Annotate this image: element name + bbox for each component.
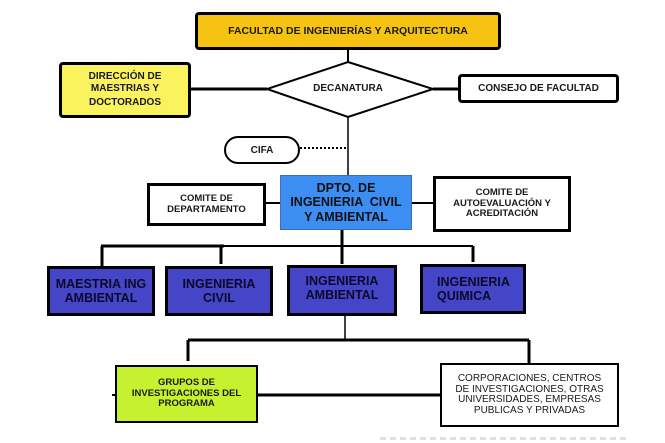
direccion-line-3: DOCTORADOS xyxy=(88,97,162,109)
program-4-line-2: QUIMICA xyxy=(437,289,492,303)
externas-line-4: PUBLICAS Y PRIVADAS xyxy=(473,404,586,416)
entidades-externas-node[interactable]: CORPORACIONES, CENTROS DE INVESTIGACIONE… xyxy=(440,363,619,427)
comite-dpto-line-2: DEPARTAMENTO xyxy=(167,203,246,215)
decanatura-label: DECANATURA xyxy=(313,83,383,94)
direccion-maestrias-node[interactable]: DIRECCIÓN DE MAESTRIAS Y DOCTORADOS xyxy=(59,62,191,118)
program-ingenieria-quimica[interactable]: INGENIERIA QUIMICA xyxy=(420,264,526,314)
grupos-line-2: INVESTIGACIONES DEL xyxy=(131,387,242,399)
program-1-line-1: MAESTRIA ING xyxy=(55,276,147,291)
autoeval-line-2: AUTOEVALUACIÓN Y xyxy=(453,197,551,209)
program-ingenieria-ambiental[interactable]: INGENIERIA AMBIENTAL xyxy=(287,265,397,316)
cifa-label: CIFA xyxy=(250,144,274,156)
watermark-decoration xyxy=(380,437,630,440)
comite-departamento-node[interactable]: COMITE DE DEPARTAMENTO xyxy=(147,183,266,226)
cifa-node[interactable]: CIFA xyxy=(224,136,300,164)
program-3-line-1: INGENIERIA xyxy=(305,274,379,288)
externas-line-3: UNIVERSIDADES, EMPRESAS xyxy=(458,394,601,405)
grupos-line-1: GRUPOS DE xyxy=(157,376,215,388)
faculty-node-label: FACULTAD DE INGENIERÍAS Y ARQUITECTURA xyxy=(228,25,468,37)
grupos-investigacion-node[interactable]: GRUPOS DE INVESTIGACIONES DEL PROGRAMA xyxy=(115,365,258,423)
program-3-line-2: AMBIENTAL xyxy=(305,288,379,303)
grupos-line-3: PROGRAMA xyxy=(158,398,215,410)
autoeval-line-1: COMITE DE xyxy=(475,186,529,198)
program-1-line-2: AMBIENTAL xyxy=(64,291,138,305)
consejo-facultad-node[interactable]: CONSEJO DE FACULTAD xyxy=(458,74,619,103)
externas-line-2: DE INVESTIGACIONES, OTRAS xyxy=(455,383,604,395)
dpto-line-2: INGENIERIA CIVIL xyxy=(290,195,402,210)
dpto-ingenieria-node[interactable]: DPTO. DE INGENIERIA CIVIL Y AMBIENTAL xyxy=(280,175,412,230)
program-ingenieria-civil[interactable]: INGENIERIA CIVIL xyxy=(165,266,273,316)
program-2-line-2: CIVIL xyxy=(203,291,235,305)
consejo-label: CONSEJO DE FACULTAD xyxy=(478,83,599,94)
direccion-line-2: MAESTRIAS Y xyxy=(90,82,160,94)
program-2-line-1: INGENIERIA xyxy=(182,276,256,291)
comite-dpto-line-1: COMITE DE xyxy=(180,192,233,204)
dpto-line-3: Y AMBIENTAL xyxy=(304,209,388,224)
program-maestria-ambiental[interactable]: MAESTRIA ING AMBIENTAL xyxy=(47,266,155,316)
direccion-line-1: DIRECCIÓN DE xyxy=(88,71,162,83)
comite-autoevaluacion-node[interactable]: COMITE DE AUTOEVALUACIÓN Y ACREDITACIÓN xyxy=(433,176,571,232)
program-4-line-1: INGENIERIA xyxy=(437,274,510,289)
faculty-node[interactable]: FACULTAD DE INGENIERÍAS Y ARQUITECTURA xyxy=(195,12,501,50)
dpto-line-1: DPTO. DE xyxy=(316,180,376,195)
externas-line-1: CORPORACIONES, CENTROS xyxy=(457,373,602,384)
autoeval-line-3: ACREDITACIÓN xyxy=(465,208,539,220)
